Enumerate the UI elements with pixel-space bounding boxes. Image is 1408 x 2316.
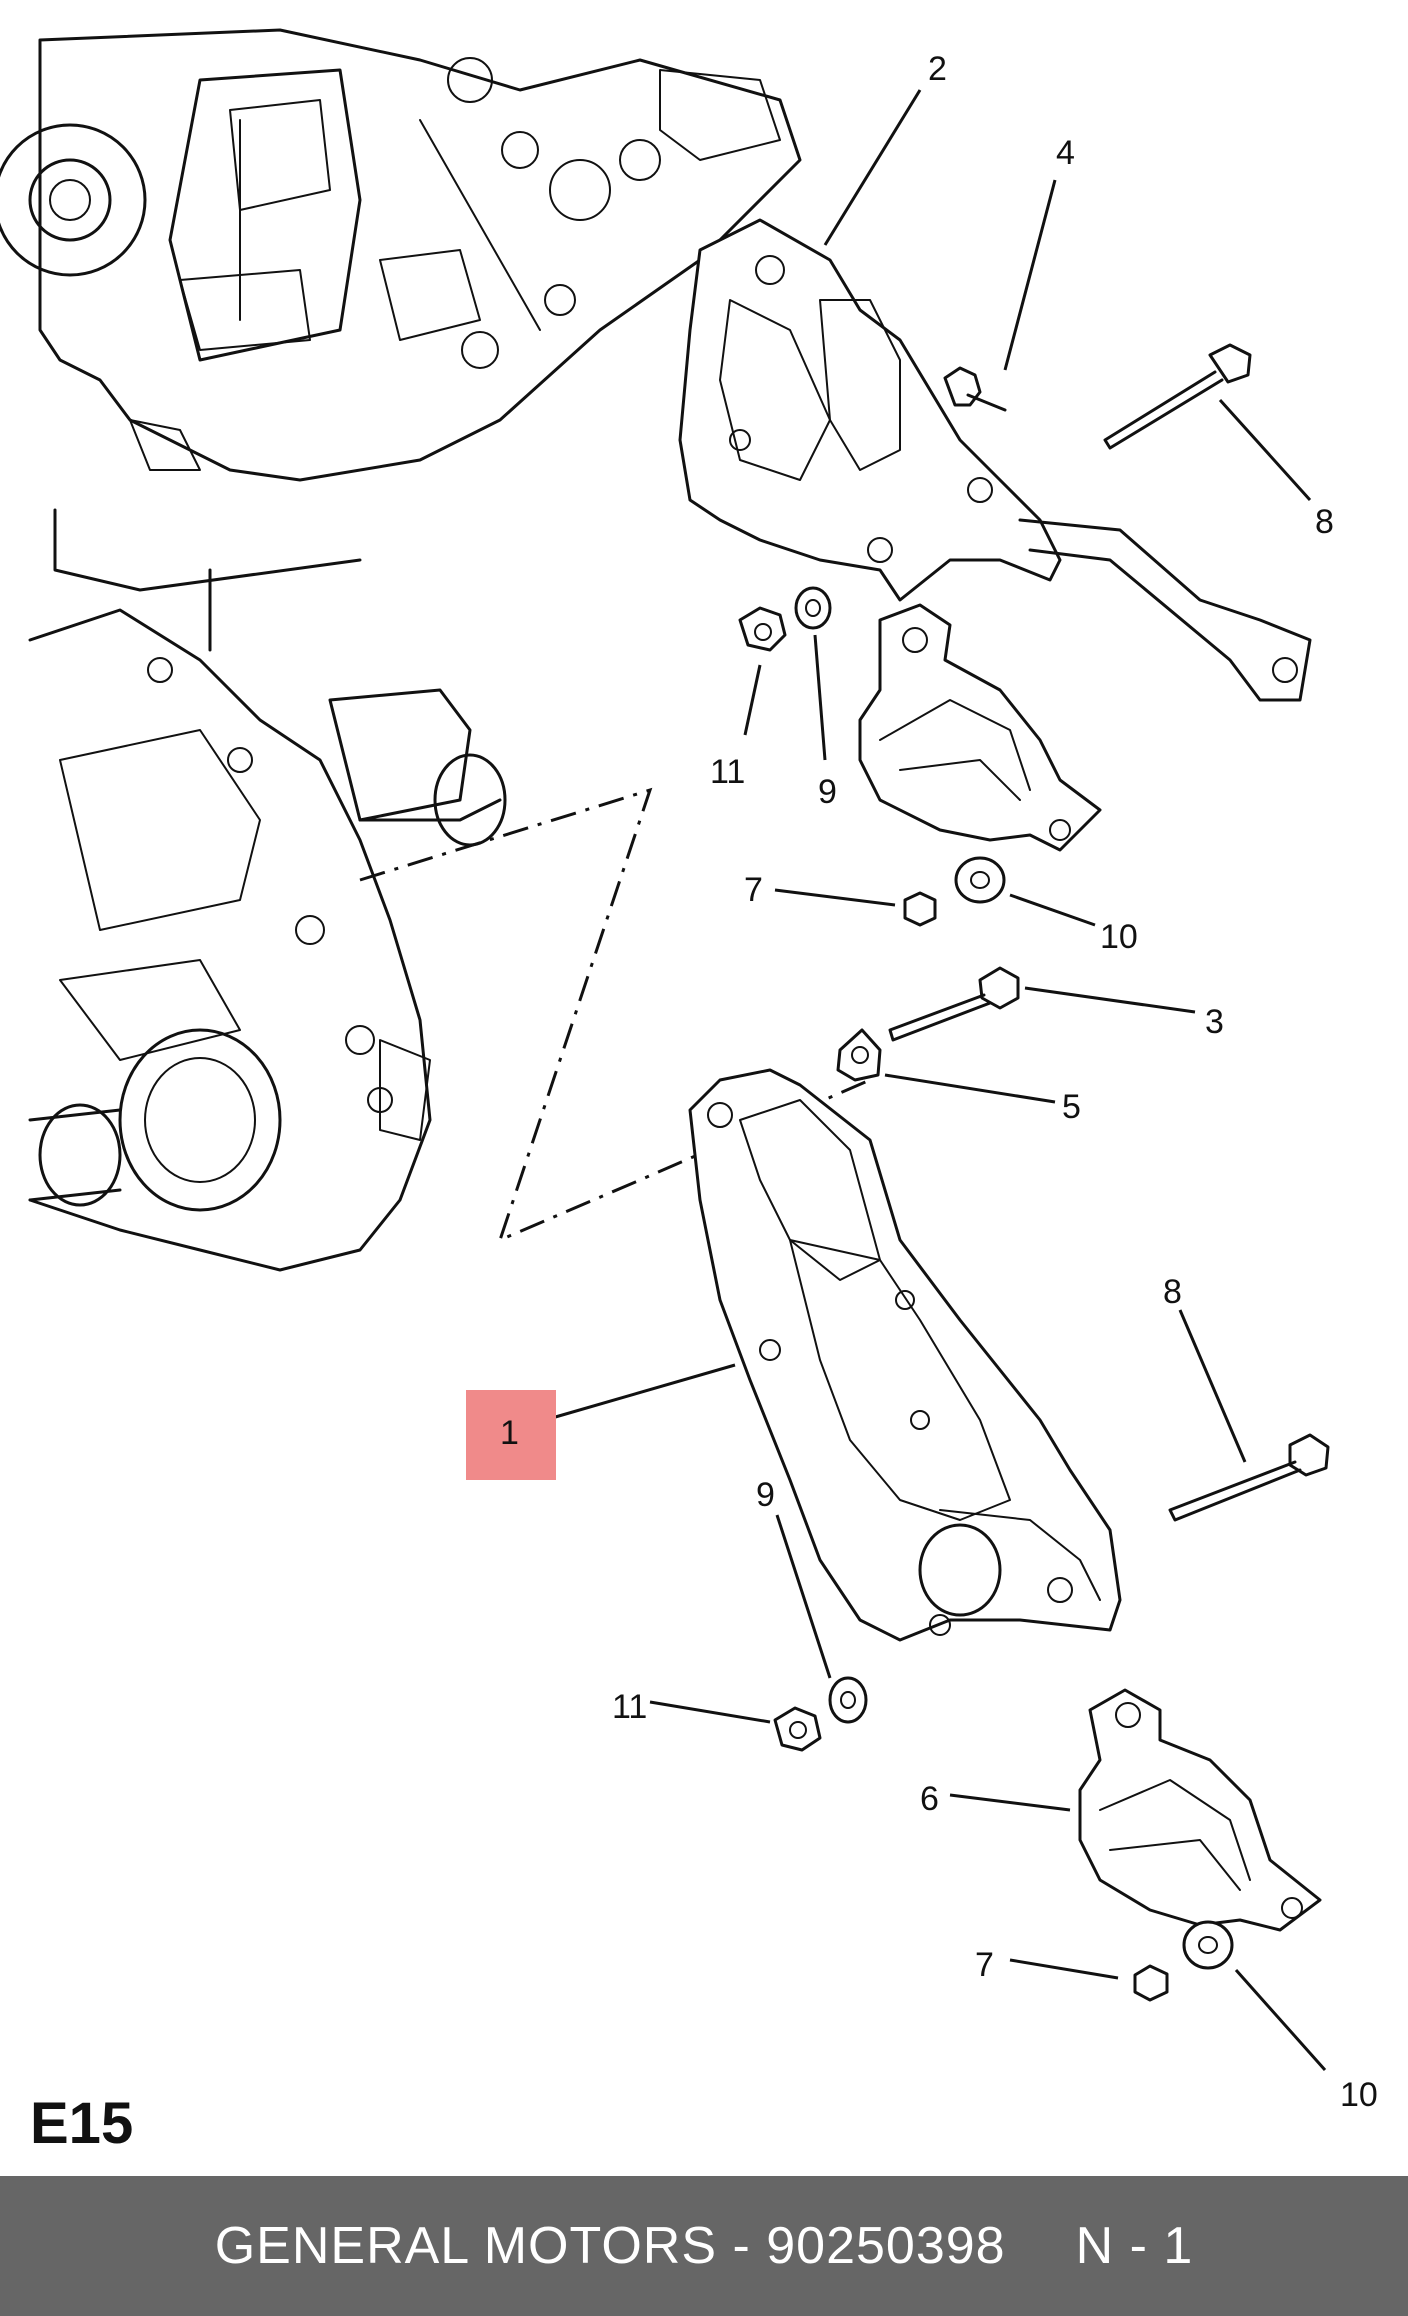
callout-3: 3 — [1205, 1003, 1224, 1041]
leader-lines — [544, 89, 1327, 2071]
exploded-parts-diagram — [0, 28, 1330, 2071]
callout-5: 5 — [1062, 1088, 1081, 1126]
part-7-bolt-upper — [903, 891, 937, 927]
part-11-nut-upper — [738, 606, 787, 652]
callout-9-upper: 9 — [818, 773, 837, 811]
part-9-washer-lower — [828, 1676, 868, 1724]
callout-11-upper: 11 — [710, 753, 746, 791]
callout-8-upper: 8 — [1315, 503, 1334, 541]
footer-brand: GENERAL MOTORS — [214, 2217, 718, 2275]
part-8-bolt-upper — [1103, 343, 1252, 450]
callout-7-upper: 7 — [744, 871, 763, 909]
transmission-drawing — [28, 508, 507, 1272]
part-1-highlight[interactable]: 1 — [466, 1390, 556, 1480]
part-11-nut-lower — [773, 1706, 822, 1752]
part-7-bolt-lower — [1133, 1964, 1169, 2002]
part-1-main-bracket — [688, 1068, 1122, 1642]
callout-1: 1 — [500, 1414, 519, 1452]
callout-10-upper: 10 — [1100, 918, 1138, 956]
callout-10-lower: 10 — [1340, 2076, 1378, 2114]
callout-9-lower: 9 — [756, 1476, 775, 1514]
part-5-plate — [836, 1028, 882, 1082]
section-code: E15 — [30, 2091, 134, 2156]
callout-11-lower: 11 — [612, 1688, 648, 1726]
part-3-bolt — [888, 966, 1020, 1042]
part-6-engine-mount-lower — [1078, 1688, 1322, 1932]
part-4-bolt — [943, 366, 1007, 412]
callout-4: 4 — [1056, 134, 1075, 172]
footer-bar: GENERAL MOTORS - 90250398 N - 1 — [0, 2176, 1408, 2316]
footer-separator: - — [717, 2217, 767, 2275]
part-8-bolt-lower — [1168, 1433, 1330, 1522]
callout-2: 2 — [928, 50, 947, 88]
part-9-washer-upper — [794, 586, 832, 630]
engine-block-drawing — [0, 28, 802, 482]
part-2-upper-bracket — [678, 218, 1312, 702]
callout-7-lower: 7 — [975, 1946, 994, 1984]
footer-part-number: 90250398 — [766, 2217, 1006, 2275]
part-10-washer-lower — [1182, 1920, 1234, 1970]
callout-6: 6 — [920, 1780, 939, 1818]
footer-quantity: N - 1 — [1075, 2217, 1194, 2275]
callout-8-lower: 8 — [1163, 1273, 1182, 1311]
part-10-washer-upper — [954, 856, 1006, 904]
engine-mount-upper — [858, 603, 1102, 852]
